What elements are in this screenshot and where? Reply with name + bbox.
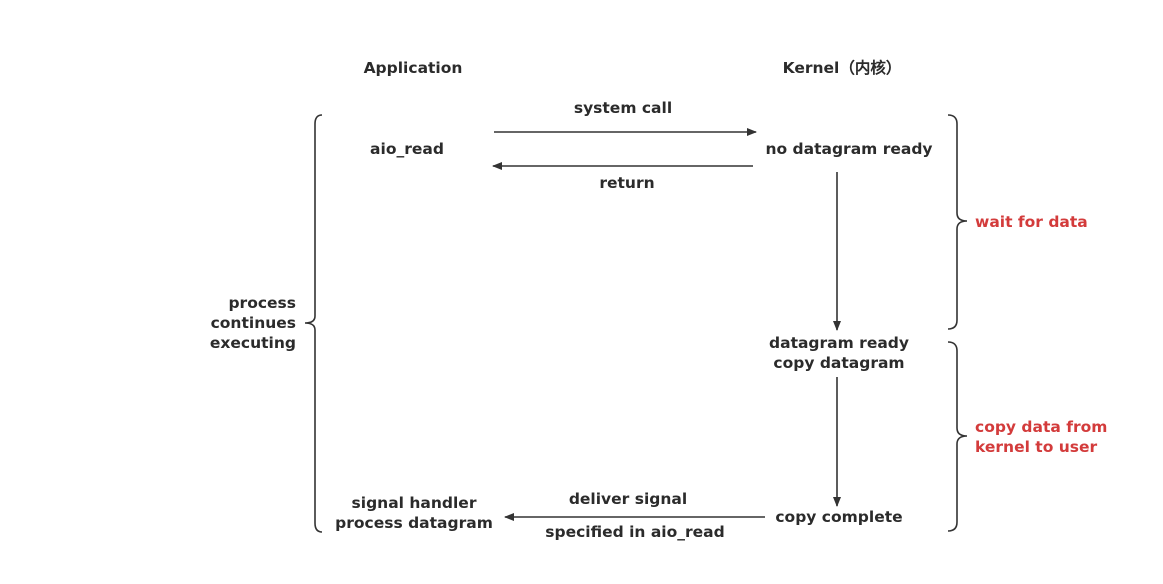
specified-label: specified in aio_read [545,523,725,541]
wait-phase-label: wait for data [975,213,1088,231]
wait-brace [947,114,968,330]
datagram-ready-label: datagram ready copy datagram [769,334,909,372]
process-continues-label: process continues executing [209,294,296,352]
copy-brace [947,341,968,532]
aio-read-label: aio_read [370,140,444,158]
no-datagram-label: no datagram ready [765,140,933,158]
system-call-label: system call [573,99,673,117]
signal-handler-label: signal handler process datagram [335,494,493,532]
kernel-header: Kernel（内核） [782,59,902,77]
return-label: return [599,174,655,192]
copy-complete-label: copy complete [775,508,903,526]
copy-phase-label: copy data from kernel to user [975,418,1108,456]
deliver-signal-label: deliver signal [568,490,688,508]
application-header: Application [363,59,463,77]
left-brace [304,114,323,533]
